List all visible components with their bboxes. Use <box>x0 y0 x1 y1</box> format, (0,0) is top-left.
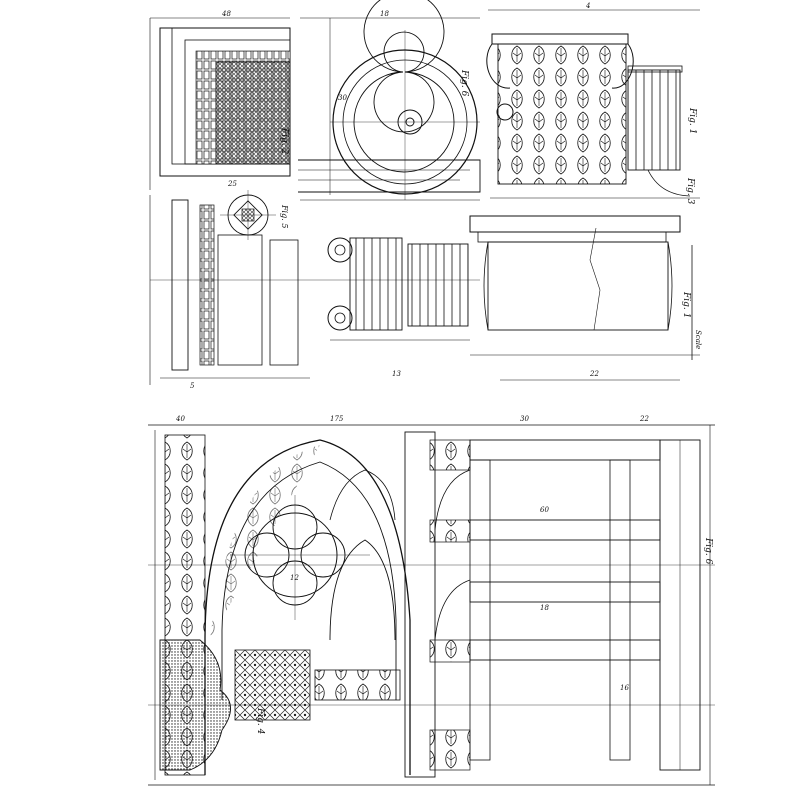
dim-lower-3: 30 <box>520 415 529 423</box>
cornice-corner-figure: Fig. 2 48 25 <box>149 10 291 190</box>
dim-volute-left: 30 <box>338 94 347 102</box>
gothic-arcade-figure: Fig. 6 60 18 16 <box>148 425 715 785</box>
dim-lower-2: 175 <box>330 415 344 423</box>
fig-label-volute: Fig. 6 <box>459 69 469 97</box>
fig-label-base: Fig. 1 <box>681 291 691 318</box>
fig-label-window: Fig. 4 <box>255 707 265 735</box>
fig-label-capital-section: Fig. 3 <box>685 177 695 205</box>
fig-label-rosette: Fig. 5 <box>280 204 289 228</box>
dim-cornice-bottom: 25 <box>227 180 237 188</box>
fig-label-arcade: Fig. 6 <box>703 537 713 565</box>
dim-volute-top: 18 <box>380 10 389 18</box>
dim-capital-top: 4 <box>585 2 590 10</box>
entablature-elevation: 5 <box>149 195 480 390</box>
gothic-window-figure: Fig. 4 12 <box>159 439 411 775</box>
rosette-figure: Fig. 5 <box>220 190 289 240</box>
column-base-figure: Fig. 1 Scale 22 <box>469 215 702 381</box>
ionic-volute-figure: Fig. 6 18 30 <box>298 0 481 201</box>
dim-ionic: 13 <box>392 370 401 378</box>
dim-arcade-1: 60 <box>540 506 549 514</box>
dim-entablature: 5 <box>190 382 195 390</box>
dim-lower-4: 22 <box>639 415 649 423</box>
dim-lower-1: 40 <box>175 415 185 423</box>
ionic-capital-elevation: 13 <box>327 237 470 378</box>
fig-label-cornice: Fig. 2 <box>279 127 289 155</box>
lattice-panel <box>234 649 311 721</box>
dim-cornice-top: 48 <box>221 10 231 18</box>
dim-arcade-3: 16 <box>620 684 629 692</box>
scale-note: Scale <box>694 330 702 349</box>
fig-label-capital: Fig. 1 <box>687 107 697 134</box>
dim-window: 12 <box>290 574 299 582</box>
lower-plate: 40 175 30 22 <box>148 415 715 786</box>
dim-base: 22 <box>589 370 599 378</box>
dim-arcade-2: 18 <box>540 604 549 612</box>
quatrefoil-tracery <box>230 495 370 620</box>
corinthian-capital-figure: Fig. 1 Fig. 3 4 <box>486 2 700 205</box>
upper-plate: Fig. 2 48 25 Fig. 6 18 30 <box>149 0 702 390</box>
